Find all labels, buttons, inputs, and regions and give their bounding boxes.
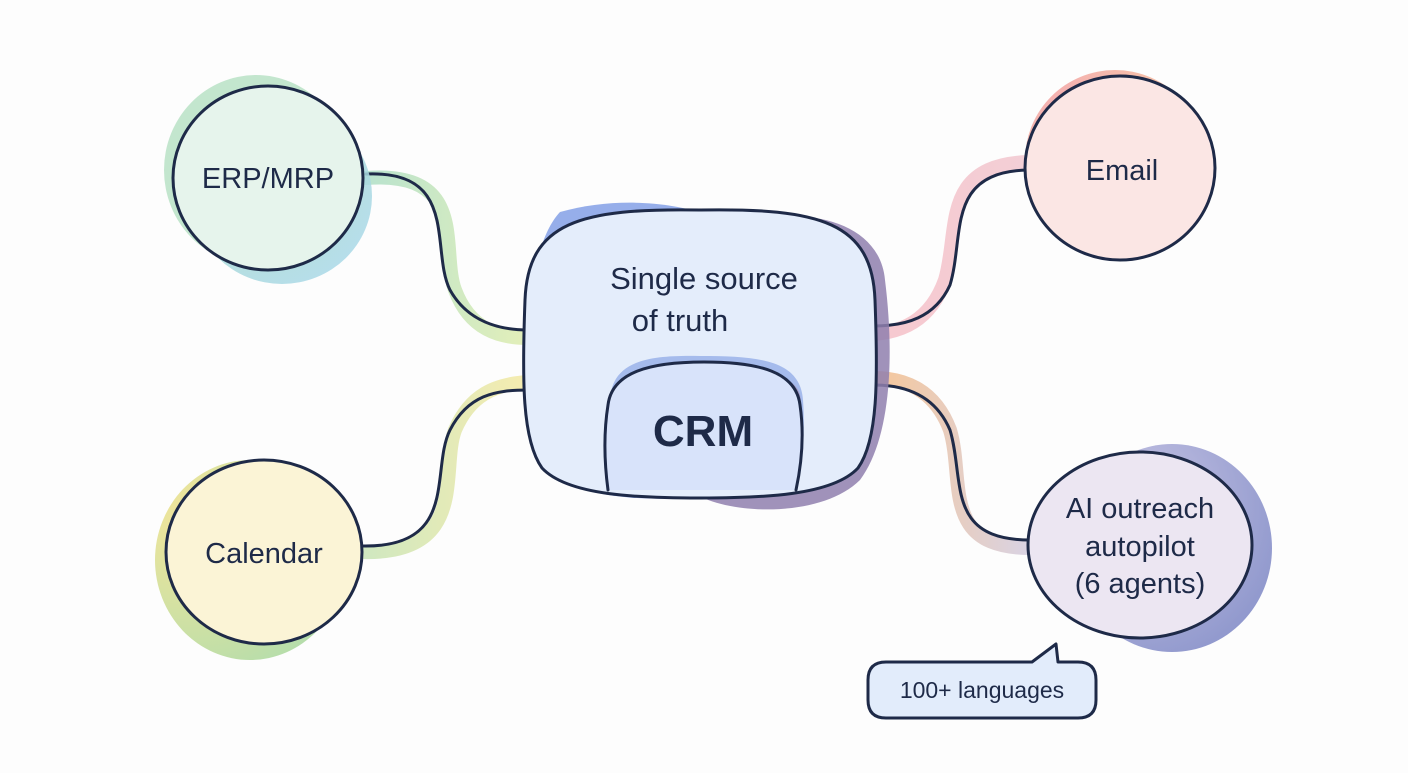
connector-erp-hub bbox=[359, 170, 535, 345]
hub-label-line1: Single source bbox=[610, 261, 798, 296]
hub-label-line2: of truth bbox=[632, 303, 729, 338]
ai-label-line1: AI outreach bbox=[1066, 493, 1214, 525]
connector-calendar-hub bbox=[355, 375, 535, 560]
node-ai-outreach: AI outreach autopilot (6 agents) bbox=[1026, 444, 1272, 652]
calendar-label: Calendar bbox=[205, 538, 323, 570]
ai-label-line3: (6 agents) bbox=[1075, 568, 1206, 600]
hub-single-source: Single source of truth CRM bbox=[522, 202, 890, 510]
ai-label-line2: autopilot bbox=[1085, 531, 1195, 563]
callout-languages: 100+ languages bbox=[866, 642, 1098, 720]
email-label: Email bbox=[1086, 155, 1159, 187]
connector-ai-hub bbox=[867, 371, 1037, 555]
node-email: Email bbox=[1023, 70, 1217, 262]
erp-label: ERP/MRP bbox=[202, 163, 334, 195]
crm-core: CRM bbox=[603, 355, 804, 492]
crm-label: CRM bbox=[653, 407, 753, 456]
callout-label: 100+ languages bbox=[900, 677, 1064, 703]
node-erp-mrp: ERP/MRP bbox=[164, 75, 372, 284]
node-calendar: Calendar bbox=[155, 458, 364, 660]
connector-email-hub bbox=[867, 155, 1035, 341]
